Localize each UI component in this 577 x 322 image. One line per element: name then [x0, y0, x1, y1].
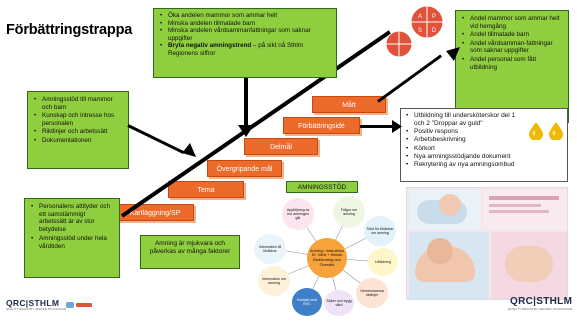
- qrc-logo-left-text: QRC|STHLM: [6, 298, 60, 308]
- mindmap-node: Information till föräldrar: [254, 234, 286, 264]
- measure-item: Andel mammor som ammar helt vid hemgång: [462, 15, 562, 30]
- idea-item: Körkort: [406, 145, 562, 153]
- measures-box: Andel mammor som ammar helt vid hemgång …: [455, 10, 569, 123]
- pdsa-d: D: [432, 28, 437, 34]
- pdsa-wheel-icon: A P S D: [410, 5, 444, 39]
- ideas-header: Utbildning till undersköterskor del 1 oc…: [406, 112, 524, 127]
- qrc-logo-left-sub: QUALITY REGISTRY CENTER STOCKHOLM: [6, 308, 67, 311]
- problem-item: Amningsstöd till mammor och barn: [34, 96, 122, 111]
- measure-item: Andel vårdsamman-fattningar som saknar u…: [462, 40, 562, 55]
- qrc-logo-left: QRC|STHLM QUALITY REGISTRY CENTER STOCKH…: [6, 298, 66, 311]
- photo-panel-hands: [491, 232, 567, 299]
- mindmap-node: Gemensamma riktlinjer: [356, 278, 388, 308]
- ideas-box: Utbildning till undersköterskor del 1 oc…: [400, 108, 568, 182]
- stair-step-delmal: Delmål: [244, 138, 318, 155]
- goal-bold: Bryta negativ amningstrend: [168, 42, 252, 50]
- idea-item: Nya amningsstödjande dokument: [406, 153, 562, 161]
- problem-item: Riktlinjer och arbetssätt: [34, 128, 122, 136]
- stair-step-forbattringside: Förbättringsidé: [283, 117, 360, 134]
- photo-panel-top-left: [409, 190, 481, 230]
- mindmap-node: Säker och trygg vård: [324, 290, 354, 316]
- mindmap-center: Amning: Instruktion Kl. Vård + Klinisk B…: [307, 238, 347, 278]
- background-item: Personalens attityder och ett samstämmig…: [31, 203, 113, 233]
- partner-logo-small: [66, 300, 94, 310]
- measure-item: Andel tillmatade barn: [462, 31, 562, 39]
- stair-step-tema: Tema: [168, 181, 244, 198]
- problems-box: Amningsstöd till mammor och barn Kunskap…: [27, 91, 129, 169]
- problem-item: Kunskap och intresse hos personalen: [34, 112, 122, 127]
- measure-item: Andel personal som fått utbildning: [462, 56, 562, 71]
- qrc-logo-right-text: QRC|STHLM: [510, 296, 573, 307]
- mindmap-node: Utbildning: [368, 248, 398, 276]
- goal-item: Minska andelen vårdsammanfattningar som …: [160, 27, 330, 42]
- goal-rest: – på sikt nå Sthlm Regionens siffror: [168, 42, 304, 57]
- background-box: Personalens attityder och ett samstämmig…: [24, 198, 120, 278]
- pdsa-wheel-icon-small: [385, 30, 413, 58]
- mindmap-node: Uppföljning av hur amningen går: [282, 198, 314, 230]
- stair-step-overgripande-mal: Övergripande mål: [207, 160, 282, 177]
- gold-drop-icon: [529, 122, 543, 140]
- idea-item: Positiv respons: [406, 128, 562, 136]
- background-item: Amningsstöd under hela vårdtiden: [31, 235, 113, 250]
- pdsa-p: P: [432, 14, 436, 20]
- problem-item: Dokumentationen: [34, 137, 122, 145]
- goal-item: Bryta negativ amningstrend – på sikt nå …: [160, 42, 330, 57]
- arrow-problems-to-stairs: [127, 124, 185, 155]
- gold-drop-icon: [549, 122, 563, 140]
- goal-item: Öka andelen mammor som ammar helt: [160, 12, 330, 20]
- photo-panel-top-right: [483, 190, 567, 230]
- arrow-matt-to-measures: [377, 54, 442, 103]
- amningsstod-label: AMNINGSSTÖD: [286, 181, 358, 193]
- photo-panel-mother-baby: [409, 232, 489, 299]
- arrow-goals-to-delmal: [244, 78, 248, 130]
- pdsa-s: S: [418, 28, 422, 34]
- goal-item: Minska andelen tillmatade barn: [160, 20, 330, 28]
- stair-step-matt: Mått: [312, 96, 386, 113]
- pdsa-a: A: [418, 14, 422, 20]
- idea-item: Arbetsbeskrivning: [406, 136, 562, 144]
- idea-item: Rekrytering av nya amningsombud: [406, 161, 562, 169]
- mindmap: Amning: Instruktion Kl. Vård + Klinisk B…: [252, 196, 402, 316]
- goals-box: Öka andelen mammor som ammar helt Minska…: [153, 8, 337, 78]
- mindmap-node: Kontakt med BVC: [292, 288, 322, 316]
- mindmap-node: Frågor om amning: [333, 196, 365, 228]
- breastfeeding-photo-collage: [406, 187, 568, 300]
- qrc-logo-right: QRC|STHLM QUALITY REGISTRY CENTER STOCKH…: [508, 296, 572, 311]
- mindmap-node: Stöd för föräldrar om amning: [364, 216, 396, 246]
- softness-box: Amning är mjukvara och påverkas av många…: [140, 235, 240, 269]
- page-title: Förbättringstrappa: [6, 22, 133, 38]
- arrow-idea-to-ideas: [360, 125, 396, 128]
- mindmap-node: Information om amning: [258, 266, 290, 296]
- qrc-logo-right-sub: QUALITY REGISTRY CENTER STOCKHOLM: [508, 307, 573, 311]
